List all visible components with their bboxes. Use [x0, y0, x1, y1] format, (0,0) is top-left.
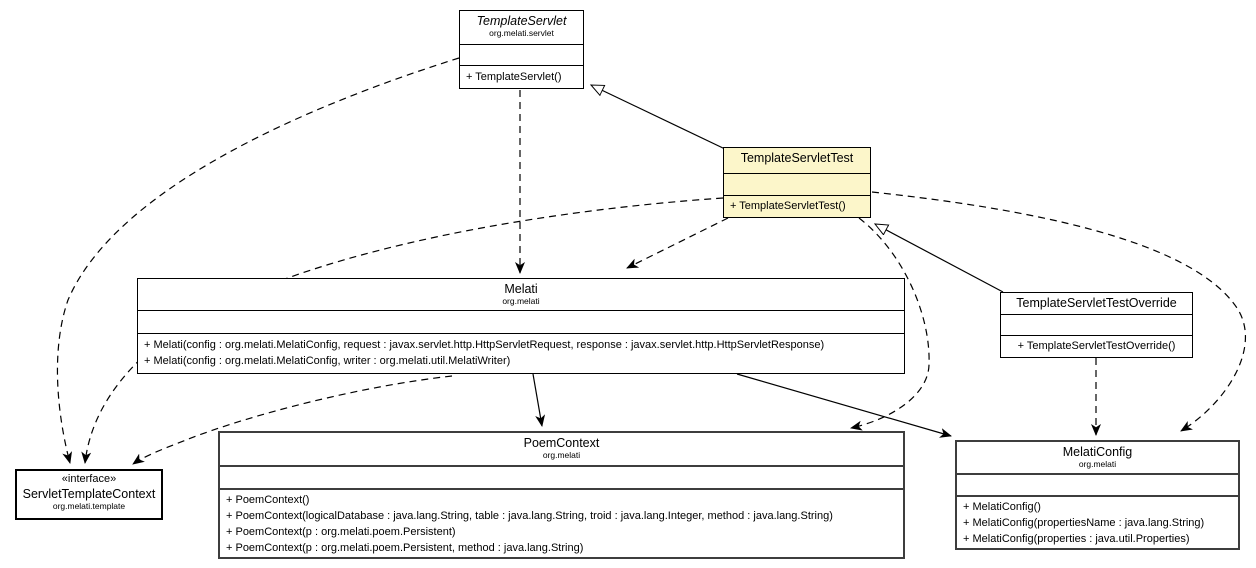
class-node-templateservlet[interactable]: TemplateServlet org.melati.servlet + Tem…: [459, 10, 584, 89]
class-title: Melati org.melati: [138, 279, 904, 310]
class-name-poemcontext: PoemContext: [523, 436, 600, 450]
class-name-melaticonfig: MelatiConfig: [1062, 445, 1133, 459]
class-name-templateservlettestoverride: TemplateServletTestOverride: [1016, 296, 1177, 310]
package-name: org.melati: [542, 450, 581, 461]
class-node-servlettemplatecontext[interactable]: «interface» ServletTemplateContext org.m…: [15, 469, 163, 520]
method-signature: + PoemContext(p : org.melati.poem.Persis…: [226, 542, 584, 554]
attributes-compartment: [724, 173, 870, 195]
method-signature: + TemplateServletTestOverride(): [1017, 340, 1176, 352]
package-name: org.melati.template: [52, 501, 126, 512]
methods-compartment: + TemplateServletTestOverride(): [1001, 335, 1192, 357]
class-title: TemplateServletTest: [724, 148, 870, 173]
class-name-servlettemplatecontext: ServletTemplateContext: [22, 486, 156, 501]
edge-association-melati-to-poemcontext: [532, 373, 546, 427]
attributes-compartment: [460, 44, 583, 65]
package-name: org.melati.servlet: [489, 28, 554, 39]
attributes-compartment: [957, 473, 1238, 495]
class-node-melati[interactable]: Melati org.melati + Melati(config : org.…: [137, 278, 905, 374]
class-name-templateservlettest: TemplateServletTest: [740, 151, 854, 165]
class-title: TemplateServlet org.melati.servlet: [460, 11, 583, 44]
class-node-templateservlettestoverride[interactable]: TemplateServletTestOverride + TemplateSe…: [1000, 292, 1193, 358]
method-signature: + Melati(config : org.melati.MelatiConfi…: [144, 355, 511, 367]
class-title: TemplateServletTestOverride: [1001, 293, 1192, 314]
methods-compartment: + TemplateServlet(): [460, 65, 583, 88]
class-node-templateservlettest[interactable]: TemplateServletTest + TemplateServletTes…: [723, 147, 871, 218]
class-title: MelatiConfig org.melati: [957, 442, 1238, 473]
attributes-compartment: [220, 465, 903, 488]
class-name-melati: Melati: [504, 282, 538, 296]
method-signature: + MelatiConfig(): [963, 501, 1041, 513]
method-signature: + MelatiConfig(properties : java.util.Pr…: [963, 533, 1190, 545]
attributes-compartment: [138, 310, 904, 333]
method-signature: + TemplateServletTest(): [730, 200, 846, 212]
edge-generalization-templateservlettest-to-templateservlet: [591, 84, 726, 150]
methods-compartment: + PoemContext() + PoemContext(logicalDat…: [220, 488, 903, 557]
edge-dependency-templateservlettest-to-melati: [626, 217, 729, 269]
class-name-templateservlet: TemplateServlet: [476, 14, 567, 28]
class-title: «interface» ServletTemplateContext org.m…: [17, 471, 161, 518]
edge-association-melati-to-melaticonfig: [736, 373, 952, 438]
edge-dependency-templateservlet-to-servlettemplatecontext: [56, 57, 460, 464]
class-node-poemcontext[interactable]: PoemContext org.melati + PoemContext() +…: [218, 431, 905, 559]
method-signature: + Melati(config : org.melati.MelatiConfi…: [144, 339, 825, 351]
package-name: org.melati: [1078, 459, 1117, 470]
methods-compartment: + MelatiConfig() + MelatiConfig(properti…: [957, 495, 1238, 548]
class-title: PoemContext org.melati: [220, 433, 903, 465]
methods-compartment: + Melati(config : org.melati.MelatiConfi…: [138, 333, 904, 373]
method-signature: + PoemContext(logicalDatabase : java.lan…: [226, 510, 833, 522]
method-signature: + PoemContext(p : org.melati.poem.Persis…: [226, 526, 456, 538]
interface-stereotype: «interface»: [61, 473, 117, 485]
method-signature: + TemplateServlet(): [466, 71, 562, 83]
method-signature: + MelatiConfig(propertiesName : java.lan…: [963, 517, 1205, 529]
method-signature: + PoemContext(): [226, 494, 310, 506]
class-node-melaticonfig[interactable]: MelatiConfig org.melati + MelatiConfig()…: [955, 440, 1240, 550]
package-name: org.melati: [502, 296, 540, 307]
methods-compartment: + TemplateServletTest(): [724, 195, 870, 217]
attributes-compartment: [1001, 314, 1192, 335]
